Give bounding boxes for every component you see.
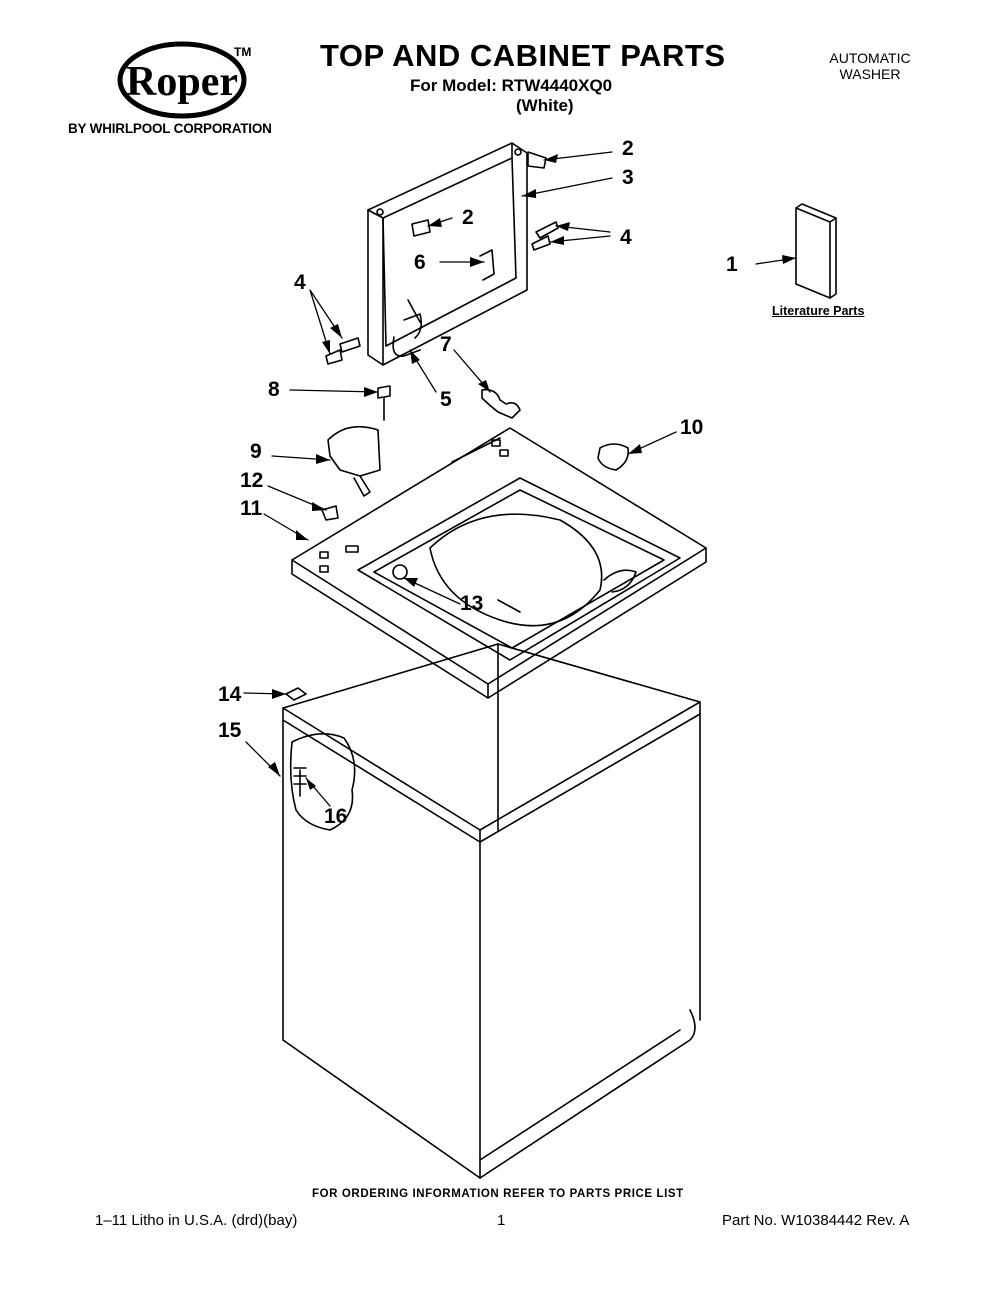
lid-assembly [325,142,559,366]
product-type-line2: WASHER [839,66,901,82]
callout-14: 14 [218,683,242,706]
callout-5: 5 [440,388,452,411]
callout-2-lower: 2 [462,206,474,229]
brand-byline: BY WHIRLPOOL CORPORATION [68,121,272,136]
switch-screw [377,385,391,421]
callout-16: 16 [324,805,347,828]
part-number: Part No. W10384442 Rev. A [722,1212,910,1229]
callout-7: 7 [440,333,452,356]
cabinet-clip [285,687,307,701]
cabinet-cutaway [289,733,356,831]
callout-6: 6 [414,251,426,274]
page-number: 1 [497,1212,506,1229]
product-type-line1: AUTOMATIC [829,50,911,66]
callout-leaders [243,151,797,807]
callout-1: 1 [726,253,738,276]
lid-hinge-clip [481,388,521,419]
callout-15: 15 [218,719,242,742]
lid-switch [327,425,381,477]
callout-9: 9 [250,440,262,463]
callout-11: 11 [240,497,263,520]
callout-3: 3 [622,166,634,189]
clip [321,505,339,521]
callout-4-right: 4 [620,226,632,249]
page-title: TOP AND CABINET PARTS [320,38,726,73]
callout-arrowheads [268,154,796,790]
model-line: For Model: RTW4440XQ0 [410,76,613,95]
control-knob [597,443,630,471]
product-type: AUTOMATIC WASHER [825,50,915,82]
top-panel [291,427,707,699]
litho-info: 1–11 Litho in U.S.A. (drd)(bay) [95,1212,298,1229]
callout-10: 10 [680,416,703,439]
color-line: (White) [516,96,574,115]
callout-8: 8 [268,378,280,401]
callout-4-left: 4 [294,271,306,294]
callout-12: 12 [240,469,263,492]
callout-13: 13 [460,592,483,615]
logo-trademark: TM [234,45,251,59]
literature-parts-label: Literature Parts [772,304,865,318]
ordering-note: FOR ORDERING INFORMATION REFER TO PARTS … [312,1188,684,1200]
roper-logo: Roper TM [117,41,251,119]
cabinet [282,643,701,1179]
callout-2-upper: 2 [622,137,634,160]
logo-wordmark: Roper [126,59,238,105]
literature-booklet [795,203,837,299]
